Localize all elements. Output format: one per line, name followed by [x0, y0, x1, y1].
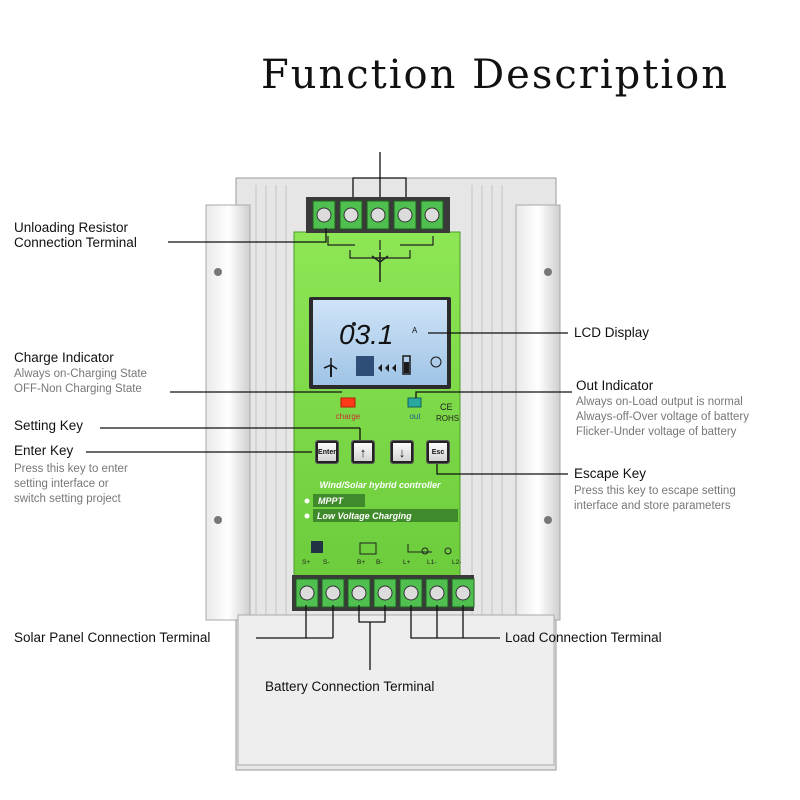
- lcd-reading: 03.1: [339, 319, 394, 350]
- out-indicator-line3: Flicker-Under voltage of battery: [576, 426, 737, 438]
- charge-led-label: charge: [336, 412, 361, 421]
- enter-key-callout: Enter Key Press this key to enter settin…: [14, 443, 128, 507]
- terminal-label-l-plus: L+: [403, 559, 411, 566]
- charge-indicator-title: Charge Indicator: [14, 350, 114, 365]
- enter-key-line3: switch setting project: [14, 493, 121, 505]
- terminal-label-s-minus: S-: [323, 559, 330, 566]
- setting-key-label: Setting Key: [14, 418, 84, 433]
- unloading-resistor-line1: Unloading Resistor: [14, 220, 129, 235]
- terminal-label-s-plus: S+: [302, 559, 310, 566]
- out-indicator-line1: Always on-Load output is normal: [576, 396, 743, 408]
- charge-led: [340, 397, 356, 408]
- down-setting-button[interactable]: ↓: [390, 440, 414, 464]
- charge-indicator-callout: Charge Indicator Always on-Charging Stat…: [14, 350, 147, 397]
- escape-key-title: Escape Key: [574, 466, 647, 481]
- out-led-label: out: [409, 412, 421, 421]
- charge-indicator-line2: OFF-Non Charging State: [14, 383, 142, 395]
- terminal-label-l2-minus: L2-: [452, 559, 461, 566]
- escape-key-callout: Escape Key Press this key to escape sett…: [574, 466, 736, 514]
- page-title: Function Description: [260, 52, 729, 98]
- escape-key-line2: interface and store parameters: [574, 500, 731, 512]
- out-led: [407, 397, 422, 408]
- unloading-resistor-label: Unloading Resistor Connection Terminal: [14, 220, 137, 250]
- terminal-label-l1-minus: L1-: [427, 559, 436, 566]
- escape-button[interactable]: Esc: [426, 440, 450, 464]
- device-banner: Wind/Solar hybrid controller: [320, 480, 441, 490]
- enter-key-line1: Press this key to enter: [14, 463, 128, 475]
- feature-low-voltage: Low Voltage Charging: [317, 511, 412, 521]
- ce-mark: CE: [440, 402, 453, 412]
- out-indicator-title: Out Indicator: [576, 378, 654, 393]
- up-setting-button[interactable]: ↑: [351, 440, 375, 464]
- unloading-resistor-line2: Connection Terminal: [14, 235, 137, 250]
- rohs-mark: ROHS: [436, 414, 459, 423]
- lcd-unit: A: [412, 326, 418, 335]
- solar-terminal-label: Solar Panel Connection Terminal: [14, 630, 211, 645]
- terminal-label-b-plus: B+: [357, 559, 365, 566]
- charge-indicator-line1: Always on-Charging State: [14, 368, 147, 380]
- enter-key-line2: setting interface or: [14, 478, 109, 490]
- out-indicator-callout: Out Indicator Always on-Load output is n…: [576, 378, 749, 440]
- load-terminal-label: Load Connection Terminal: [505, 630, 662, 645]
- battery-terminal-label: Battery Connection Terminal: [265, 679, 435, 694]
- enter-key-title: Enter Key: [14, 443, 74, 458]
- escape-key-line1: Press this key to escape setting: [574, 485, 736, 497]
- out-indicator-line2: Always-off-Over voltage of battery: [576, 411, 749, 423]
- feature-mppt: MPPT: [318, 496, 345, 506]
- enter-button[interactable]: Enter: [315, 440, 339, 464]
- terminal-label-b-minus: B-: [376, 559, 383, 566]
- lcd-display-label: LCD Display: [574, 325, 650, 340]
